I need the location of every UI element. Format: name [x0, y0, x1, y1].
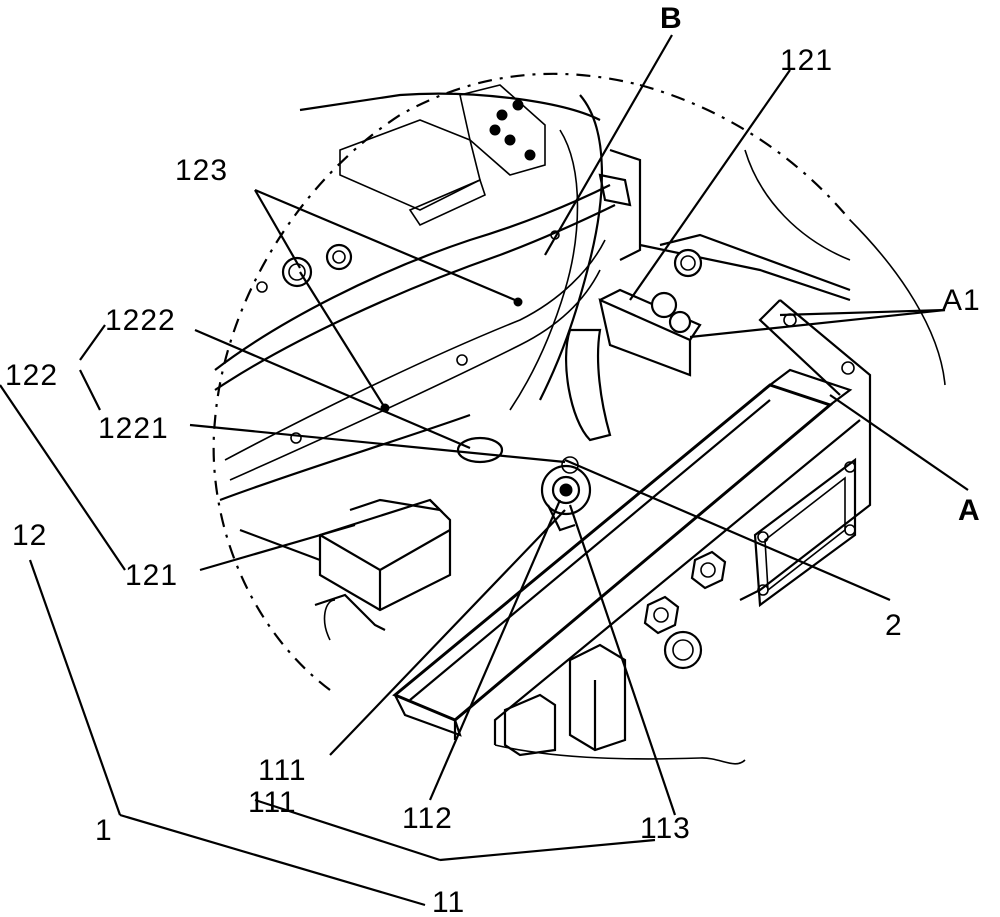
side-panel — [753, 457, 857, 608]
rail-frame — [392, 299, 872, 745]
label-121-left: 121 — [125, 559, 178, 592]
label-1221: 1221 — [98, 412, 169, 445]
side-connectors — [503, 550, 727, 757]
label-113: 113 — [640, 812, 691, 845]
label-121-top: 121 — [780, 44, 833, 77]
swing-arm — [564, 288, 702, 442]
left-block — [239, 498, 452, 641]
label-2: 2 — [885, 609, 903, 642]
label-11: 11 — [432, 886, 465, 917]
upper-bracket — [598, 148, 851, 302]
plate-bolts — [256, 99, 560, 444]
detail-view-boundary — [212, 72, 946, 765]
label-111-inner: 111 — [258, 754, 307, 787]
rotor-plate — [214, 84, 616, 502]
label-1: 1 — [95, 814, 113, 847]
label-12: 12 — [12, 519, 47, 552]
pivot-roller — [456, 436, 592, 532]
label-1222: 1222 — [105, 304, 176, 337]
label-111-outer: 111 — [248, 786, 297, 819]
label-A: A — [958, 494, 980, 527]
label-112: 112 — [402, 802, 453, 835]
reference-labels: B 121 123 A1 1222 122 1221 A 12 121 2 11… — [5, 2, 981, 917]
label-A1: A1 — [942, 284, 981, 317]
label-122: 122 — [5, 359, 58, 392]
label-123: 123 — [175, 154, 228, 187]
leader-lines — [0, 34, 969, 907]
label-B: B — [660, 2, 682, 35]
